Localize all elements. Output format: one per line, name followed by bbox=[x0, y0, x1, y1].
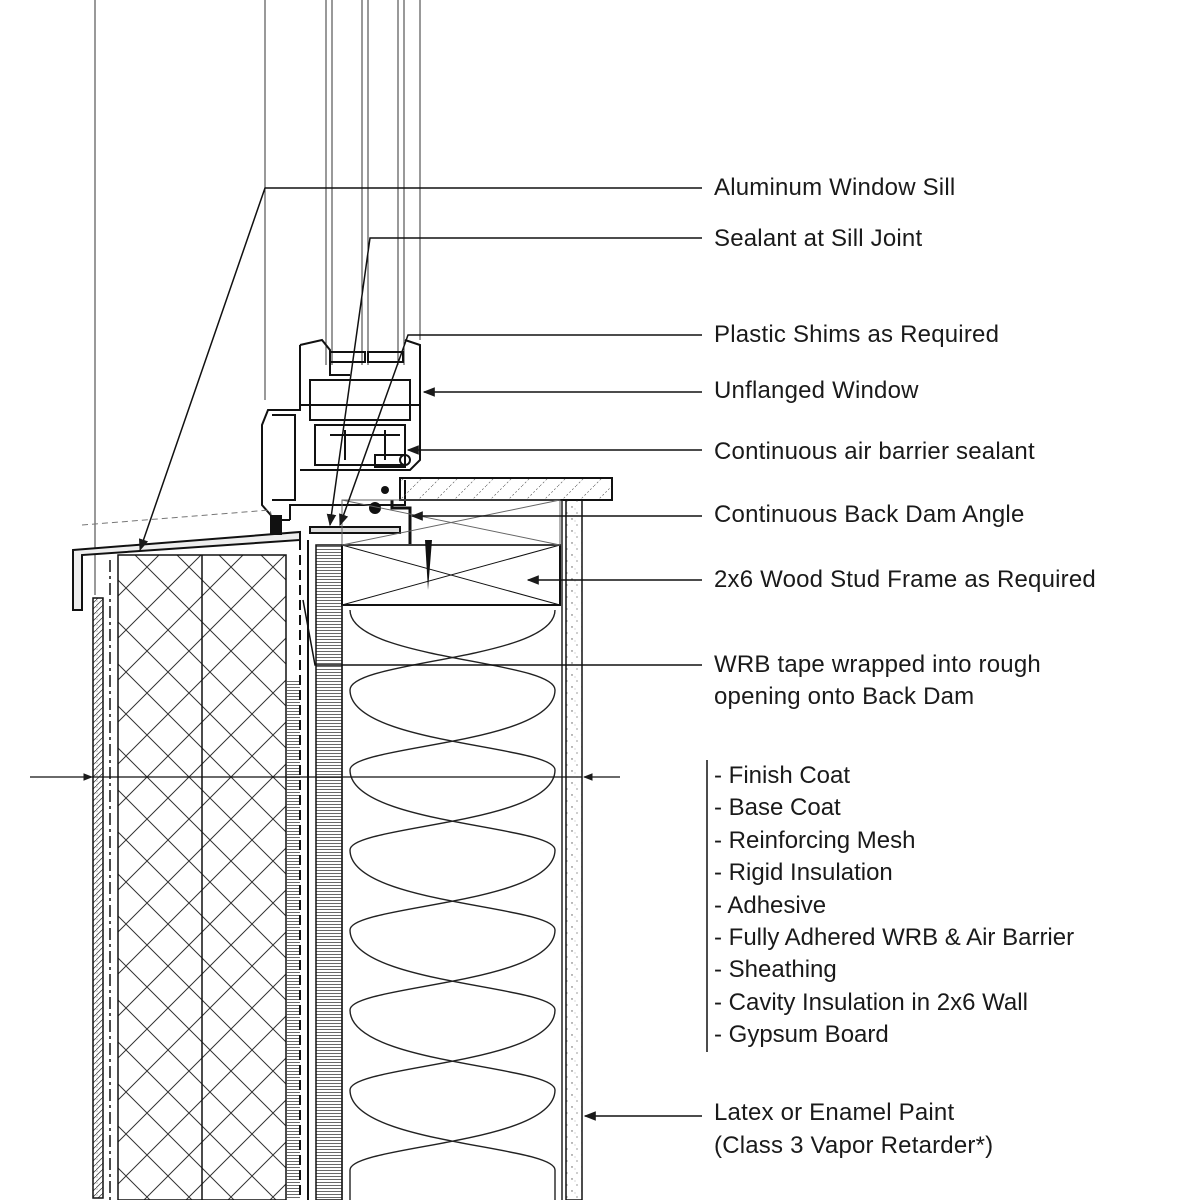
wall-layer-item: - Gypsum Board bbox=[714, 1021, 889, 1049]
adhesive bbox=[286, 680, 300, 1200]
back-dam-angle bbox=[390, 500, 412, 545]
label-aluminum-window-sill: Aluminum Window Sill bbox=[714, 174, 956, 201]
wall-layer-item: - Adhesive bbox=[714, 891, 827, 919]
wall-layer-item: - Cavity Insulation in 2x6 Wall bbox=[714, 988, 1028, 1016]
wall-layer-item: - Sheathing bbox=[714, 956, 837, 984]
leader-lines bbox=[138, 187, 708, 1121]
wood-stud bbox=[341, 499, 561, 606]
label-unflanged-window: Unflanged Window bbox=[714, 377, 919, 404]
wall-layer-item: - Base Coat bbox=[714, 794, 841, 822]
cavity-insulation bbox=[341, 500, 563, 1200]
finish-base-coat bbox=[92, 597, 104, 1199]
wall-layer-item: - Finish Coat bbox=[714, 762, 851, 789]
wall-layer-item: - Fully Adhered WRB & Air Barrier bbox=[714, 923, 1075, 951]
sealant-bead bbox=[369, 502, 381, 514]
wall-layers-list: - Finish Coat - Base Coat - Reinforcing … bbox=[714, 760, 1074, 1052]
window-stool bbox=[399, 477, 613, 501]
label-wrb-tape-line2: opening onto Back Dam bbox=[714, 683, 975, 710]
label-sealant-sill-joint: Sealant at Sill Joint bbox=[714, 225, 923, 252]
label-wrb-tape-line1: WRB tape wrapped into rough bbox=[714, 651, 1041, 678]
wall-layer-item: - Rigid Insulation bbox=[714, 859, 893, 887]
label-air-barrier-sealant: Continuous air barrier sealant bbox=[714, 438, 1035, 465]
label-back-dam-angle: Continuous Back Dam Angle bbox=[714, 501, 1025, 528]
label-plastic-shims: Plastic Shims as Required bbox=[714, 321, 1000, 348]
wall-layer-item: - Reinforcing Mesh bbox=[714, 826, 916, 854]
label-stud-frame: 2x6 Wood Stud Frame as Required bbox=[714, 566, 1096, 593]
nail bbox=[425, 540, 432, 590]
gypsum-board bbox=[565, 499, 583, 1200]
glazing-lines bbox=[94, 0, 421, 595]
label-paint-line2: (Class 3 Vapor Retarder*) bbox=[714, 1132, 994, 1159]
aluminum-sill bbox=[72, 530, 301, 611]
sheathing bbox=[315, 544, 343, 1200]
label-paint-line1: Latex or Enamel Paint bbox=[714, 1099, 955, 1126]
